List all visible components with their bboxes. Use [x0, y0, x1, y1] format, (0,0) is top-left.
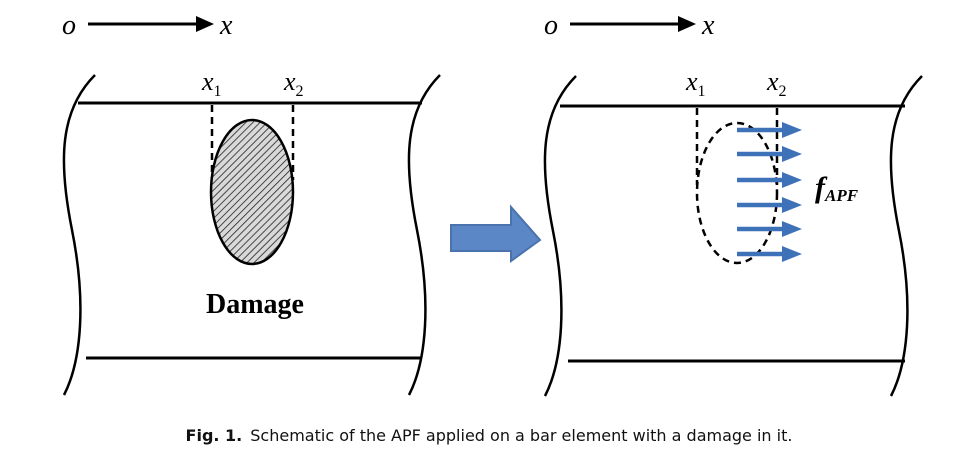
force-arrow-icon — [737, 246, 802, 262]
left-axis-origin: o — [62, 10, 76, 41]
figure-diagram: o x x1 x2 Damage o — [62, 10, 923, 397]
force-arrow-icon — [737, 221, 802, 237]
force-arrow-icon — [737, 146, 802, 162]
left-bar-left-break — [62, 74, 96, 396]
right-x2-label: x2 — [766, 67, 787, 100]
force-label: fAPF — [815, 171, 859, 205]
force-arrow-icon — [737, 172, 802, 188]
force-arrow-icon — [737, 122, 802, 138]
force-arrows — [737, 122, 802, 262]
transition-arrow-icon — [450, 204, 542, 263]
left-axis-x-label: x — [219, 10, 233, 41]
right-axis-origin: o — [544, 10, 558, 41]
right-x1-label: x1 — [685, 67, 706, 100]
right-bar-right-break — [889, 75, 923, 397]
left-panel: o x x1 x2 Damage — [62, 10, 441, 396]
left-x2-label: x2 — [283, 67, 304, 100]
right-axis-arrow — [570, 16, 696, 32]
right-panel: o x x1 x2 — [543, 10, 923, 397]
caption-label: Fig. 1. — [185, 426, 243, 445]
right-bar-left-break — [543, 75, 577, 397]
damage-label: Damage — [206, 289, 304, 320]
left-x1-label: x1 — [201, 67, 222, 100]
right-axis-x-label: x — [701, 10, 715, 41]
caption-text: Schematic of the APF applied on a bar el… — [250, 426, 793, 445]
left-bar-right-break — [407, 74, 441, 396]
figure-caption: Fig. 1. Schematic of the APF applied on a… — [0, 426, 978, 445]
damage-outline-ellipse — [695, 121, 779, 265]
damage-ellipse — [209, 118, 295, 266]
left-axis-arrow — [88, 16, 214, 32]
force-arrow-icon — [737, 197, 802, 213]
